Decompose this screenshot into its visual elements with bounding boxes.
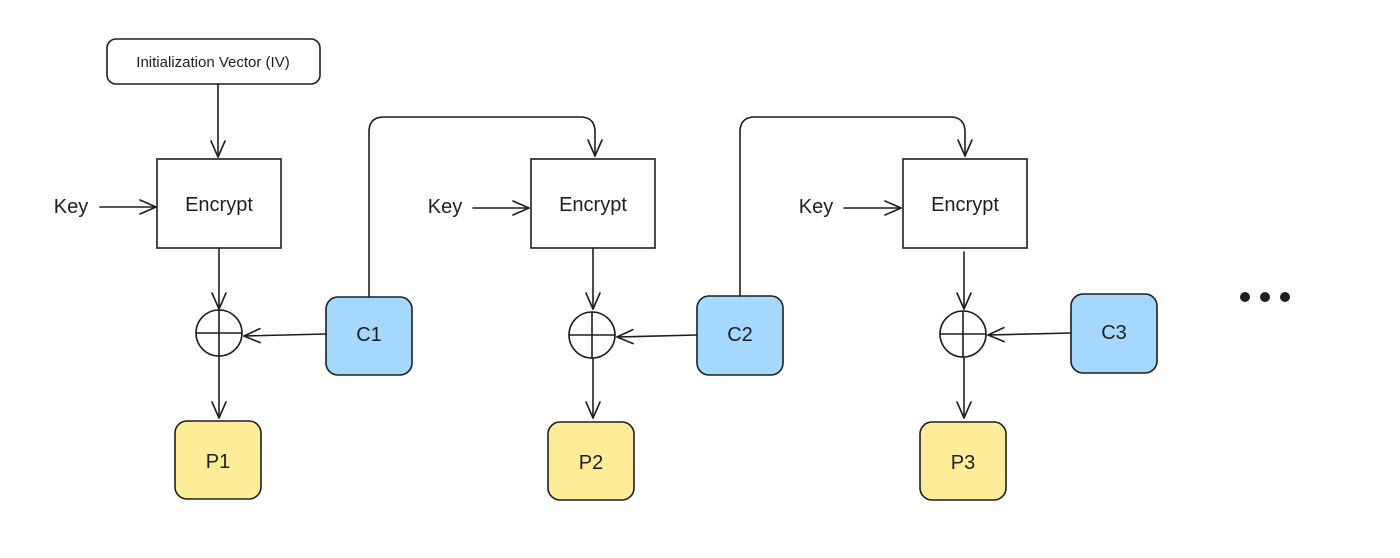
stage-1: Key Encrypt C1 P1	[54, 116, 603, 500]
iv-label: Initialization Vector (IV)	[136, 54, 289, 71]
encrypt-label-1: Encrypt	[185, 194, 253, 216]
encrypt-box-3	[902, 158, 1028, 249]
ciphertext-label-1: C1	[356, 324, 382, 346]
stage-2: Key Encrypt C2 P2	[428, 116, 973, 501]
ciphertext-label-2: C2	[727, 324, 753, 346]
plaintext-label-2: P2	[579, 452, 603, 474]
cipher-to-xor-arrow-1	[243, 327, 327, 344]
plaintext-box-3	[919, 421, 1007, 501]
xor-symbol-2	[568, 311, 616, 359]
encrypt-label-2: Encrypt	[559, 194, 627, 216]
ciphertext-label-3: C3	[1101, 322, 1127, 344]
cipher-to-xor-arrow-3	[987, 326, 1072, 343]
stage-3: Key Encrypt C3 P3	[799, 158, 1158, 501]
feedback-arrow-2	[739, 116, 973, 297]
plaintext-label-3: P3	[951, 452, 975, 474]
plaintext-label-1: P1	[206, 451, 230, 473]
encrypt-box-1	[156, 158, 282, 249]
xor-symbol-1	[195, 309, 243, 357]
cipher-to-xor-arrow-2	[616, 328, 698, 345]
plaintext-box-2	[547, 421, 635, 501]
iv-node: Initialization Vector (IV)	[106, 38, 321, 85]
key-label-1: Key	[54, 196, 88, 218]
key-label-3: Key	[799, 196, 833, 218]
continuation-ellipsis	[1240, 292, 1290, 302]
encrypt-label-3: Encrypt	[931, 194, 999, 216]
encrypt-box-2	[530, 158, 656, 249]
xor-symbol-3	[939, 310, 987, 358]
plaintext-box-1	[174, 420, 262, 500]
key-label-2: Key	[428, 196, 462, 218]
feedback-arrow-1	[368, 116, 603, 298]
